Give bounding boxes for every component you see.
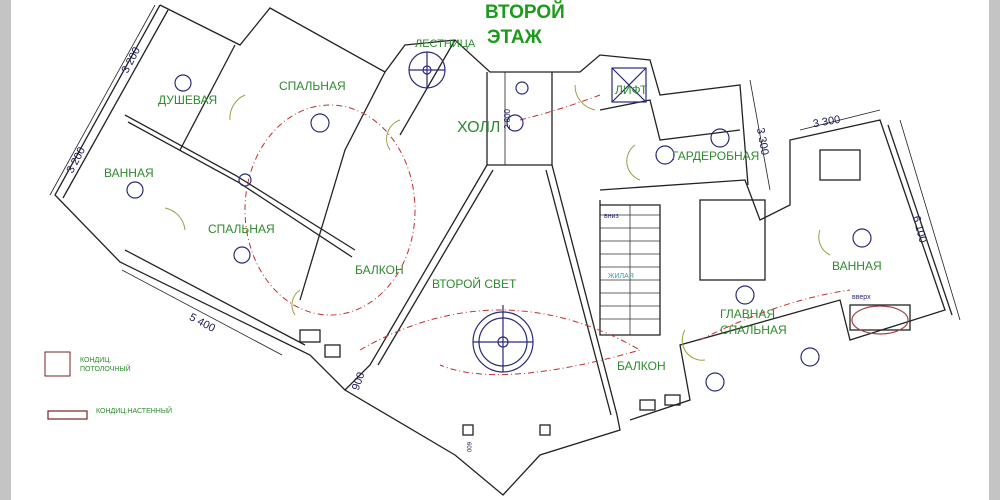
room-label-shower: ДУШЕВАЯ bbox=[158, 93, 218, 107]
walls bbox=[54, 4, 953, 496]
lamp-icon bbox=[705, 372, 725, 392]
wall-ac-legend-icon bbox=[47, 410, 88, 420]
lamp-icon bbox=[800, 347, 820, 367]
floor-title-line1: ВТОРОЙ bbox=[485, 2, 565, 23]
lamp-icon bbox=[852, 228, 872, 248]
room-label-second-light: ВТОРОЙ СВЕТ bbox=[432, 277, 517, 291]
room-label-balcony-right: БАЛКОН bbox=[617, 359, 666, 373]
room-label-wardrobe: ГАРДЕРОБНАЯ bbox=[672, 149, 760, 163]
room-label-bedroom-left: СПАЛЬНАЯ bbox=[208, 222, 275, 236]
lighting-circuits bbox=[244, 94, 851, 376]
stairs-down-label: вниз bbox=[604, 213, 619, 220]
chandelier-icon bbox=[472, 305, 534, 373]
lamp-icon bbox=[238, 173, 252, 187]
legend-ceiling-ac-line2: ПОТОЛОЧНЫЙ bbox=[80, 366, 131, 373]
fixtures bbox=[126, 51, 909, 392]
right-border bbox=[989, 0, 1000, 500]
room-label-hall: ХОЛЛ bbox=[457, 119, 501, 136]
room-label-lift: ЛИФТ bbox=[615, 83, 648, 97]
stair-treads bbox=[600, 205, 660, 335]
room-label-master-1: ГЛАВНАЯ bbox=[720, 307, 776, 321]
lamp-icon bbox=[310, 113, 330, 133]
legend-wall-ac: КОНДИЦ.НАСТЕННЫЙ bbox=[96, 408, 173, 415]
legend-ceiling-ac-line1: КОНДИЦ. bbox=[80, 357, 112, 364]
left-border bbox=[0, 0, 11, 500]
room-label-stairs: ЛЕСТНИЦА bbox=[415, 38, 476, 50]
dimension-d5: 2 800 bbox=[503, 108, 513, 130]
lamp-icon bbox=[126, 181, 144, 199]
ceiling-ac-legend-icon bbox=[44, 351, 71, 377]
room-label-master-2: СПАЛЬНАЯ bbox=[720, 323, 787, 337]
floor-title-line2: ЭТАЖ bbox=[487, 27, 542, 48]
bathtub-icon bbox=[851, 305, 909, 335]
stairs-up-label: вверх bbox=[852, 294, 871, 301]
dimension-d9: 600 bbox=[465, 441, 472, 453]
lamp-icon bbox=[233, 246, 251, 264]
lamp-icon bbox=[735, 285, 755, 305]
lamp-icon bbox=[655, 145, 675, 165]
room-label-living: ЖИЛАЯ bbox=[608, 273, 634, 280]
lamp-icon bbox=[506, 114, 524, 132]
dimension-lines bbox=[49, 4, 961, 356]
room-label-balcony-left: БАЛКОН bbox=[355, 263, 404, 277]
lamp-icon bbox=[174, 74, 192, 92]
room-label-bathroom-right: ВАННАЯ bbox=[832, 259, 882, 273]
lamp-icon bbox=[710, 128, 730, 148]
lift-icon bbox=[611, 67, 647, 103]
lamp-icon bbox=[515, 81, 529, 95]
room-label-bedroom-top: СПАЛЬНАЯ bbox=[279, 79, 346, 93]
doors bbox=[164, 84, 831, 361]
room-label-bathroom-left: ВАННАЯ bbox=[104, 166, 154, 180]
spiral-stair-icon bbox=[408, 51, 446, 89]
